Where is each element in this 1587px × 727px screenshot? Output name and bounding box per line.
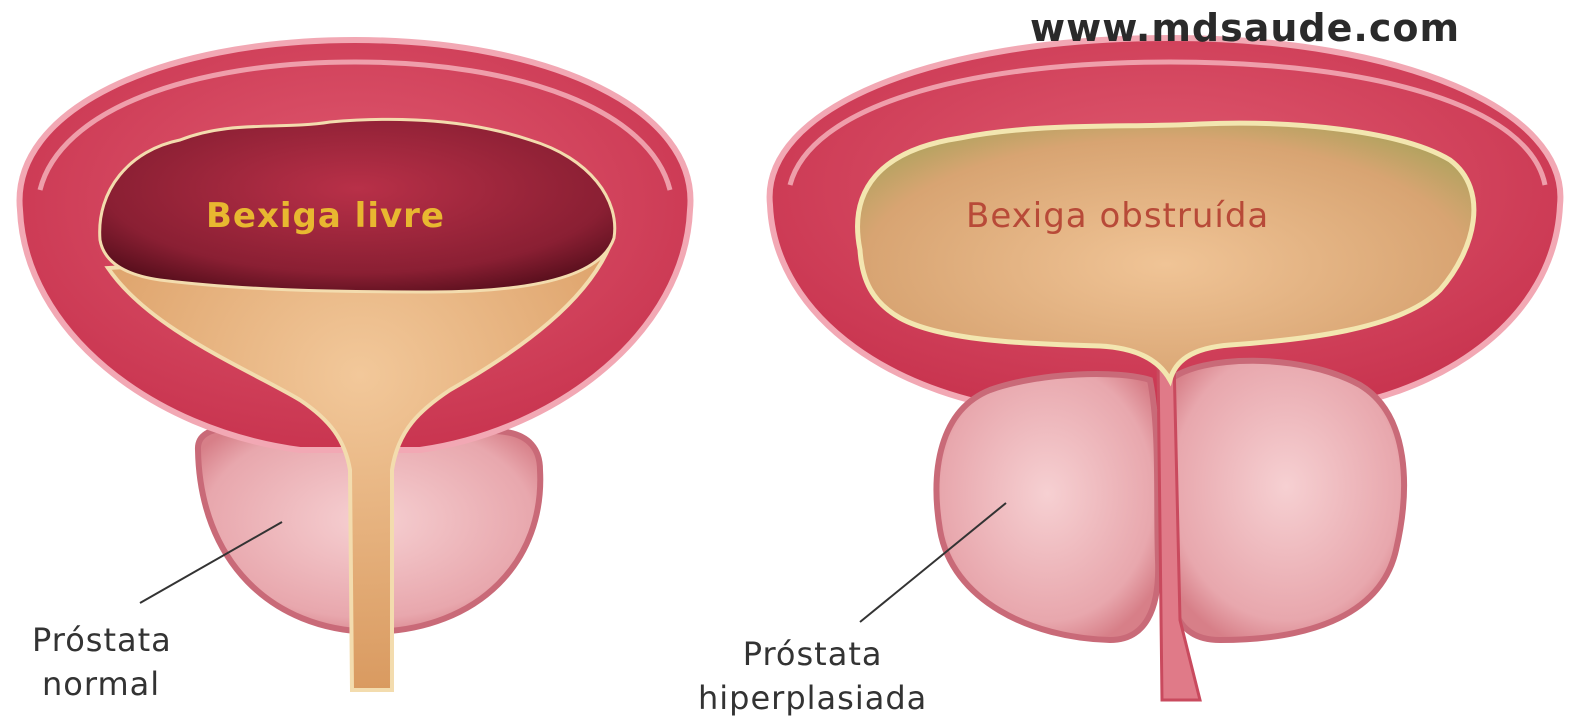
hyperplastic-caption-line1: Próstata: [698, 632, 927, 676]
normal-prostate-caption: Próstata normal: [32, 618, 172, 706]
hyperplastic-caption-line2: hiperplasiada: [698, 676, 927, 720]
hyperplastic-anatomy: [770, 38, 1561, 700]
watermark-text: www.mdsaude.com: [1030, 6, 1460, 50]
normal-anatomy: [20, 40, 691, 690]
hyperplastic-prostate-right-lobe: [1168, 361, 1404, 640]
obstructed-bladder-label: Bexiga obstruída: [966, 196, 1269, 236]
hyperplastic-prostate-caption: Próstata hiperplasiada: [698, 632, 927, 720]
free-bladder-label: Bexiga livre: [206, 196, 445, 236]
normal-caption-line2: normal: [32, 662, 172, 706]
normal-caption-line1: Próstata: [32, 618, 172, 662]
hyperplastic-prostate-left-lobe: [937, 374, 1159, 640]
